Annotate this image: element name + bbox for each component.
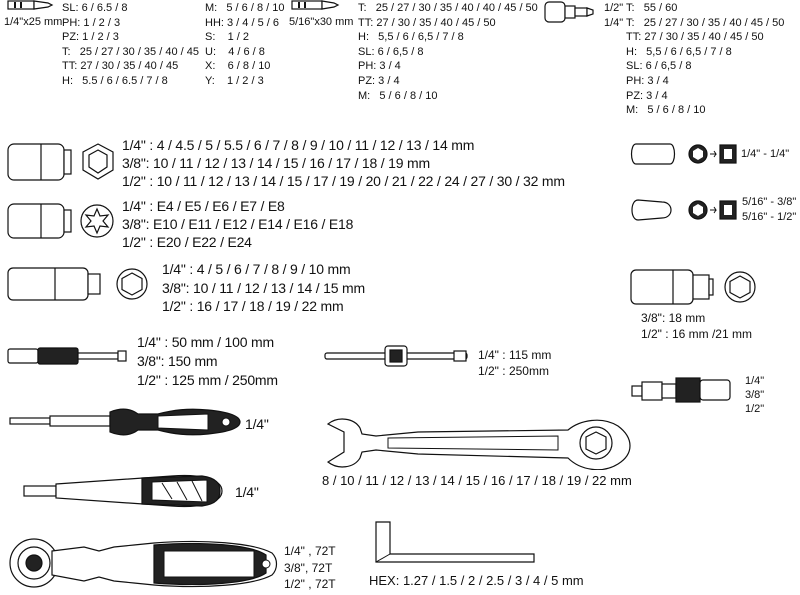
universal-joint-size-line: 1/4" bbox=[745, 375, 765, 387]
bit-spec-line: T: 55 / 60 bbox=[626, 2, 678, 14]
spark-plug-size-line: 3/8": 18 mm bbox=[641, 311, 706, 325]
bit-spec-line: TT: 27 / 30 / 35 / 40 / 45 / 50 bbox=[626, 31, 764, 43]
universal-joint-illustration bbox=[631, 377, 731, 403]
long-bit-length-label: 5/16"x30 mm bbox=[289, 16, 354, 28]
spark-plug-socket-illustration bbox=[630, 269, 756, 305]
bit-driver-size: 1/4" bbox=[245, 416, 269, 432]
sliding-handle-size: 1/4" bbox=[235, 484, 259, 500]
bit-spec-line: PH: 3 / 4 bbox=[358, 60, 401, 72]
bit-spec-line: M: 5 / 6 / 8 / 10 bbox=[358, 90, 438, 102]
extension-size-line: 1/2" : 125 mm / 250mm bbox=[137, 372, 278, 388]
bit-spec-line: T: 25 / 27 / 30 / 35 / 40 / 45 / 50 bbox=[626, 17, 785, 29]
ratchet-size-line: 1/4" , 72T bbox=[284, 544, 336, 558]
bit-spec-line: H: 5,5 / 6 / 6,5 / 7 / 8 bbox=[626, 46, 732, 58]
bit-spec-line: U: 4 / 6 / 8 bbox=[205, 46, 265, 58]
bit-spec-line: T: 25 / 27 / 30 / 35 / 40 / 40 / 45 / 50 bbox=[358, 2, 538, 14]
bit-spec-line: SL: 6 / 6,5 / 8 bbox=[626, 60, 692, 72]
bit-spec-line: PZ: 3 / 4 bbox=[358, 75, 400, 87]
bit-spec-line: HH: 3 / 4 / 5 / 6 bbox=[205, 17, 279, 29]
bit-drive-size: 1/4" bbox=[604, 17, 624, 29]
socket-size-line: 3/8": 10 / 11 / 12 / 13 / 14 / 15 mm bbox=[162, 280, 365, 296]
sliding-handle-illustration bbox=[23, 474, 223, 508]
bit-drive-size: 1/2" bbox=[604, 2, 624, 14]
socket-size-line: 1/4" : E4 / E5 / E6 / E7 / E8 bbox=[122, 198, 285, 214]
bit-spec-line: TT: 27 / 30 / 35 / 40 / 45 bbox=[62, 60, 179, 72]
long-bit-illustration bbox=[291, 0, 340, 10]
combination-wrench-illustration bbox=[326, 418, 631, 470]
bit-length-label: 1/4"x25 mm bbox=[4, 16, 63, 28]
bit-driver-illustration bbox=[9, 408, 241, 436]
deep-socket-illustration bbox=[7, 267, 148, 301]
wrench-sizes: 8 / 10 / 11 / 12 / 13 / 14 / 15 / 16 / 1… bbox=[322, 473, 632, 488]
t-bar-illustration bbox=[324, 345, 468, 367]
bit-spec-line: H: 5.5 / 6 / 6.5 / 7 / 8 bbox=[62, 75, 168, 87]
hex-key-illustration bbox=[375, 521, 535, 563]
socket-size-line: 3/8": E10 / E11 / E12 / E14 / E16 / E18 bbox=[122, 216, 354, 232]
bit-spec-line: M: 5 / 6 / 8 / 10 bbox=[626, 104, 706, 116]
socket-size-line: 1/2" : 16 / 17 / 18 / 19 / 22 mm bbox=[162, 298, 344, 314]
socket-size-line: 3/8": 10 / 11 / 12 / 13 / 14 / 15 / 16 /… bbox=[122, 155, 430, 171]
socket-size-line: 1/2" : 10 / 11 / 12 / 13 / 14 / 15 / 17 … bbox=[122, 173, 565, 189]
ratchet-illustration bbox=[9, 538, 278, 588]
t-bar-size-line: 1/2" : 250mm bbox=[478, 364, 549, 378]
hex-key-sizes: HEX: 1.27 / 1.5 / 2 / 2.5 / 3 / 4 / 5 mm bbox=[369, 573, 584, 588]
socket-bit-illustration bbox=[544, 1, 594, 23]
ratchet-size-line: 1/2" , 72T bbox=[284, 577, 336, 591]
universal-joint-size-line: 1/2" bbox=[745, 403, 765, 415]
ratchet-size-line: 3/8", 72T bbox=[284, 561, 333, 575]
extension-bar-illustration bbox=[7, 347, 127, 365]
hex-socket-illustration bbox=[7, 143, 114, 181]
spark-plug-size-line: 1/2" : 16 mm /21 mm bbox=[641, 327, 752, 341]
bit-spec-line: PZ: 3 / 4 bbox=[626, 90, 668, 102]
bit-spec-line: TT: 27 / 30 / 35 / 40 / 45 / 50 bbox=[358, 17, 496, 29]
adapter-illustration bbox=[630, 143, 737, 165]
torx-socket-illustration bbox=[7, 203, 114, 239]
adapter-illustration bbox=[631, 199, 737, 221]
extension-size-line: 1/4" : 50 mm / 100 mm bbox=[137, 334, 274, 350]
adapter-size: 1/4" - 1/4" bbox=[741, 148, 790, 160]
adapter-size: 5/16" - 3/8" bbox=[742, 196, 797, 208]
socket-size-line: 1/4" : 4 / 4.5 / 5 / 5.5 / 6 / 7 / 8 / 9… bbox=[122, 137, 475, 153]
socket-size-line: 1/2" : E20 / E22 / E24 bbox=[122, 234, 252, 250]
bit-spec-line: Y: 1 / 2 / 3 bbox=[205, 75, 264, 87]
socket-size-line: 1/4" : 4 / 5 / 6 / 7 / 8 / 9 / 10 mm bbox=[162, 261, 351, 277]
bit-spec-line: PH: 1 / 2 / 3 bbox=[62, 17, 121, 29]
bit-spec-line: T: 25 / 27 / 30 / 35 / 40 / 45 bbox=[62, 46, 199, 58]
adapter-size: 5/16" - 1/2" bbox=[742, 211, 797, 223]
bit-spec-line: X: 6 / 8 / 10 bbox=[205, 60, 271, 72]
bit-spec-line: PZ: 1 / 2 / 3 bbox=[62, 31, 119, 43]
t-bar-size-line: 1/4" : 115 mm bbox=[478, 348, 552, 362]
extension-size-line: 3/8": 150 mm bbox=[137, 353, 218, 369]
bit-spec-line: S: 1 / 2 bbox=[205, 31, 250, 43]
bit-spec-line: SL: 6 / 6,5 / 8 bbox=[358, 46, 424, 58]
bit-spec-line: PH: 3 / 4 bbox=[626, 75, 669, 87]
bit-spec-line: H: 5,5 / 6 / 6,5 / 7 / 8 bbox=[358, 31, 464, 43]
bit-spec-line: M: 5 / 6 / 8 / 10 bbox=[205, 2, 285, 14]
universal-joint-size-line: 3/8" bbox=[745, 389, 765, 401]
bit-illustration bbox=[7, 0, 54, 10]
bit-spec-line: SL: 6 / 6.5 / 8 bbox=[62, 2, 128, 14]
